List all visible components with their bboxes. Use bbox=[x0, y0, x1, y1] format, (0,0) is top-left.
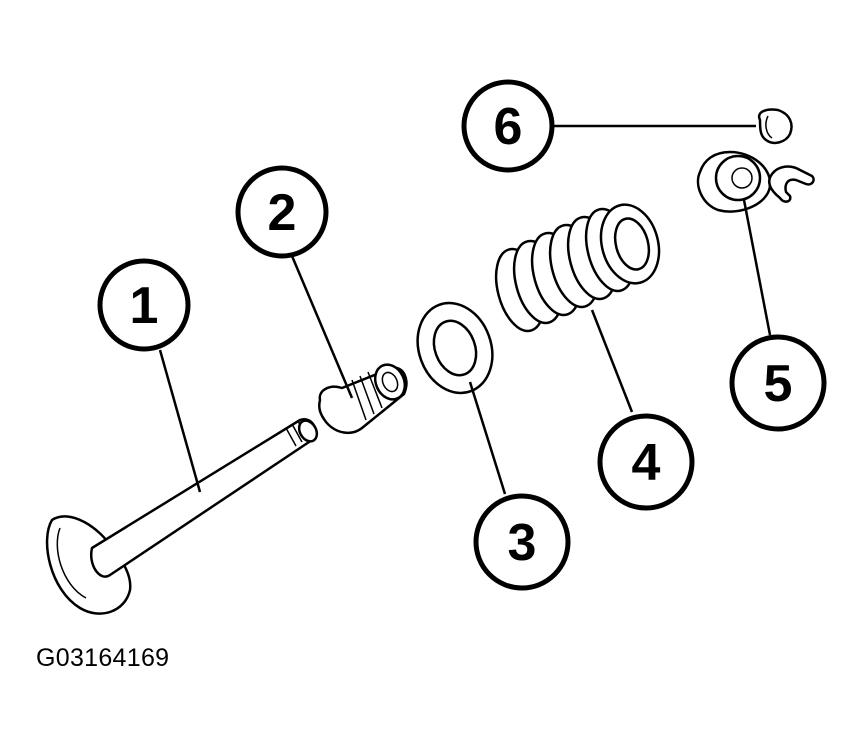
leader-4 bbox=[590, 309, 634, 413]
callout-4: 4 bbox=[597, 413, 695, 511]
callout-3: 3 bbox=[473, 493, 571, 591]
leader-5 bbox=[742, 199, 772, 336]
callout-1: 1 bbox=[97, 258, 191, 352]
callout-6: 6 bbox=[461, 79, 555, 173]
callout-2: 2 bbox=[235, 165, 329, 259]
figure-id: G03164169 bbox=[36, 644, 170, 672]
leader-3 bbox=[468, 381, 507, 495]
callout-1-label: 1 bbox=[130, 277, 159, 335]
part-valve-stem-seal bbox=[318, 363, 408, 435]
leader-1 bbox=[158, 349, 202, 493]
leader-lines bbox=[158, 124, 772, 495]
part-valve-spring bbox=[494, 203, 661, 333]
callout-5-label: 5 bbox=[764, 355, 793, 413]
part-valve-keepers bbox=[757, 108, 815, 203]
part-valve bbox=[45, 418, 319, 615]
callout-5: 5 bbox=[729, 334, 827, 432]
part-spring-retainer bbox=[696, 150, 772, 213]
callout-4-label: 4 bbox=[632, 434, 661, 492]
callout-3-label: 3 bbox=[508, 514, 537, 572]
callout-6-label: 6 bbox=[494, 98, 523, 156]
callout-2-label: 2 bbox=[268, 184, 297, 242]
leader-2 bbox=[290, 255, 354, 399]
part-spring-seat bbox=[416, 301, 494, 395]
